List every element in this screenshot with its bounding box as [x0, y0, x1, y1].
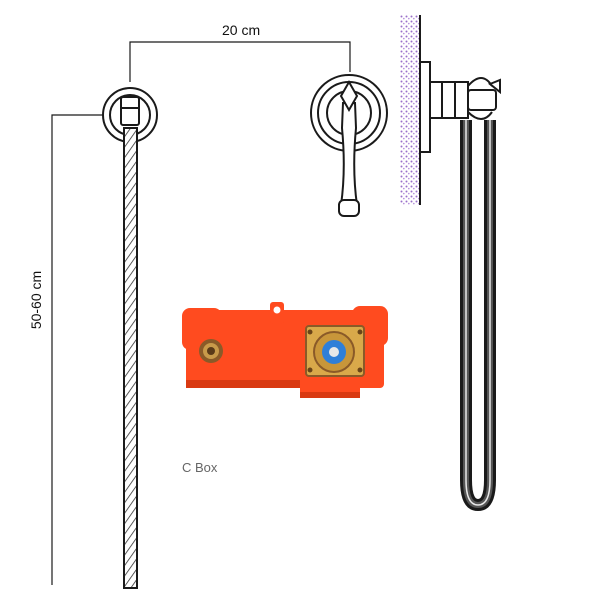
- width-dimension-label: 20 cm: [222, 22, 261, 38]
- side-hose-loop: [460, 120, 496, 512]
- height-dimension-label: 50-60 cm: [28, 270, 44, 330]
- wall-section: [400, 15, 421, 205]
- height-dimension-line: [51, 114, 108, 585]
- brass-outlet: [199, 339, 223, 363]
- width-dimension-line: [129, 41, 351, 82]
- concealed-box: [182, 302, 388, 398]
- mixer-valve-front: [310, 74, 388, 217]
- box-caption: C Box: [182, 460, 218, 475]
- wall-outlet-elbow: [102, 87, 158, 143]
- shower-hose: [123, 127, 138, 589]
- mixer-valve-side: [419, 61, 501, 153]
- cartridge-housing: [305, 325, 365, 377]
